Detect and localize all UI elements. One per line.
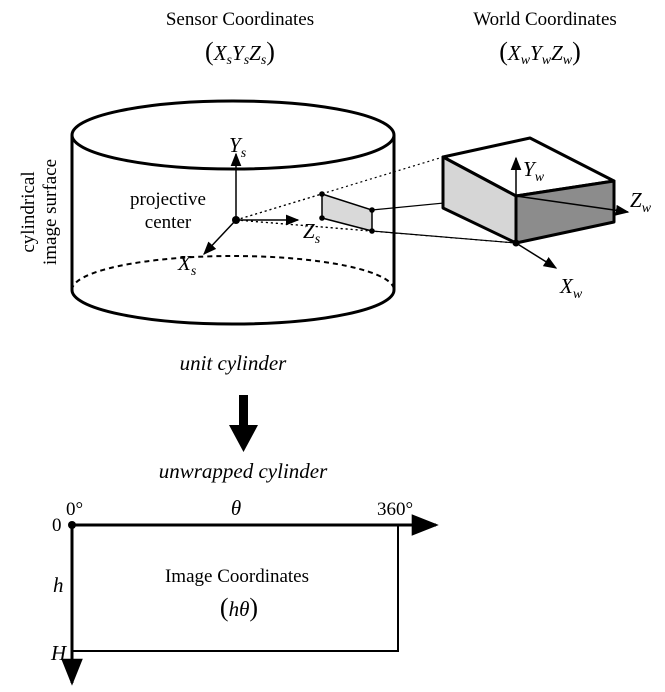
world-title: World Coordinates [473, 9, 617, 30]
image-title: Image Coordinates [165, 566, 309, 587]
unwrap-arrow [229, 395, 258, 452]
cylinder-bottom-front-arc [70, 289, 396, 326]
theta-label: θ [231, 496, 241, 520]
deg-start-label: 0° [66, 499, 83, 520]
projective-center-dot [232, 216, 240, 224]
image-patch-on-cylinder [321, 192, 373, 232]
sensor-coords-formula: (XsYsZs) [205, 37, 275, 68]
origin-label: 0 [52, 515, 62, 536]
projective-center-label-line1: projective [130, 189, 206, 210]
patch-corner-dots [319, 191, 375, 234]
sensor-coordinates-header: Sensor Coordinates (XsYsZs) [166, 9, 314, 68]
world-coords-formula: (XwYwZw) [499, 37, 581, 68]
world-z-axis [515, 195, 630, 216]
box-side-face [514, 179, 616, 245]
cylindrical-image-surface-label: cylindrical image surface [18, 159, 61, 265]
sensor-axes [203, 152, 300, 255]
world-z-label: Zw [630, 188, 652, 216]
sensor-title: Sensor Coordinates [166, 9, 314, 30]
world-x-axis [515, 242, 558, 269]
image-coords-formula: (hθ) [220, 593, 258, 622]
sensor-x-label: Xs [177, 251, 197, 279]
cylinder-bottom-back-dashed [71, 255, 395, 291]
world-coordinates-header: World Coordinates (XwYwZw) [473, 9, 617, 68]
world-object-box [441, 136, 616, 245]
unit-cylinder-shape [70, 99, 396, 326]
world-axes [510, 156, 630, 269]
unwrapped-cylinder-label: unwrapped cylinder [159, 459, 328, 483]
projective-center-label-line2: center [145, 212, 192, 233]
H-label: H [50, 641, 68, 665]
deg-end-label: 360° [377, 499, 413, 520]
sensor-x-axis [203, 219, 237, 255]
world-x-label: Xw [559, 274, 583, 302]
sensor-y-label: Ys [229, 133, 247, 161]
image-origin-dot [68, 521, 76, 529]
sensor-z-label: Zs [303, 219, 321, 247]
h-label: h [53, 573, 64, 597]
svg-text:image surface: image surface [40, 159, 61, 265]
image-plane-rect [71, 524, 399, 652]
world-y-label: Yw [523, 157, 545, 185]
svg-text:cylindrical: cylindrical [18, 171, 39, 252]
unit-cylinder-label: unit cylinder [180, 351, 288, 375]
